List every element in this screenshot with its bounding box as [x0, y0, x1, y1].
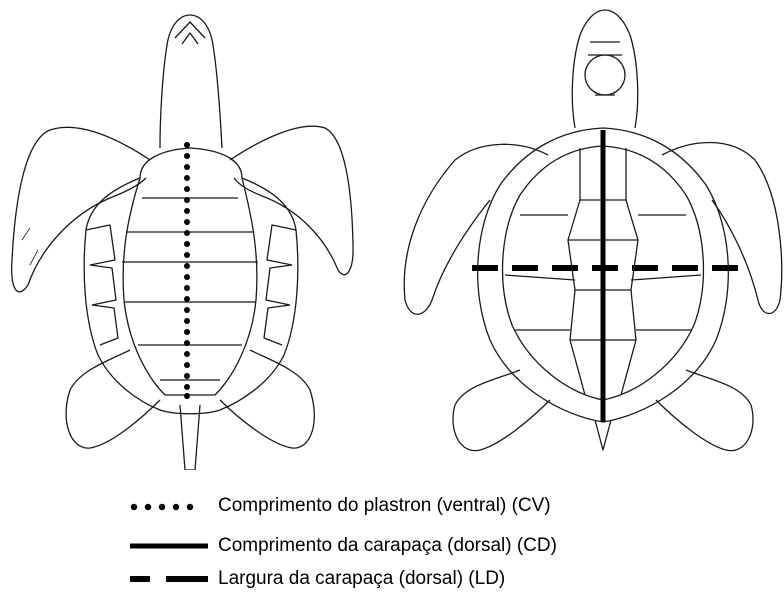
ventral-beak	[175, 22, 205, 44]
dorsal-right-front-flipper	[662, 143, 782, 314]
legend-item-plastron-length: Comprimento do plastron (ventral) (CV)	[128, 493, 551, 519]
legend-item-carapace-width: Largura da carapaça (dorsal) (LD)	[128, 566, 505, 592]
dorsal-head	[572, 10, 637, 128]
ventral-tail	[180, 405, 200, 470]
dorsal-tail	[595, 420, 611, 450]
dorsal-right-hind-flipper	[656, 370, 753, 451]
legend-label-cd: Comprimento da carapaça (dorsal) (CD)	[218, 535, 557, 557]
ventral-plastron-outline	[84, 148, 298, 414]
plastron-length-dotted-line	[184, 142, 190, 399]
legend-item-carapace-length: Comprimento da carapaça (dorsal) (CD)	[128, 533, 557, 559]
dorsal-left-front-flipper	[404, 144, 548, 314]
dorsal-head-scutes	[585, 55, 625, 95]
turtle-measurement-diagram	[0, 0, 784, 470]
legend-label-ld: Largura da carapaça (dorsal) (LD)	[218, 568, 505, 590]
ventral-left-front-flipper	[12, 127, 150, 292]
dashed-line-symbol	[128, 569, 210, 589]
dorsal-turtle	[404, 10, 782, 451]
dorsal-left-hind-flipper	[453, 370, 550, 451]
solid-line-symbol	[128, 536, 210, 556]
dotted-line-symbol	[128, 496, 210, 516]
legend-label-cv: Comprimento do plastron (ventral) (CV)	[218, 495, 551, 517]
ventral-right-front-flipper	[230, 126, 353, 274]
ventral-turtle	[12, 15, 353, 470]
ventral-left-hind-flipper	[66, 350, 160, 448]
ventral-right-hind-flipper	[220, 350, 314, 448]
